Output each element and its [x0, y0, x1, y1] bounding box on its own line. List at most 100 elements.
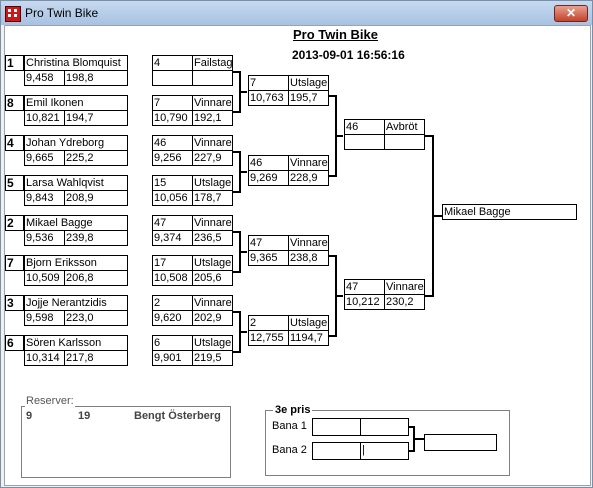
- bike-number-field[interactable]: 2: [152, 295, 193, 311]
- time-field[interactable]: 9,598: [24, 310, 65, 326]
- speed-field[interactable]: 208,9: [64, 190, 128, 206]
- rider-name-field[interactable]: Johan Ydreborg: [24, 135, 128, 151]
- speed-field[interactable]: 195,7: [288, 90, 329, 106]
- seed-cell[interactable]: 7: [5, 255, 24, 271]
- result-field[interactable]: Vinnare: [288, 235, 329, 251]
- speed-field[interactable]: 192,1: [192, 110, 233, 126]
- speed-field[interactable]: 236,5: [192, 230, 233, 246]
- rider-name-field[interactable]: Jojje Nerantzidis: [24, 295, 128, 311]
- bike-number-field[interactable]: 47: [344, 279, 385, 295]
- lane1-field-b[interactable]: [360, 418, 409, 436]
- seed-cell[interactable]: 2: [5, 215, 24, 231]
- bracket-connector: [425, 295, 433, 297]
- rider-name-field[interactable]: Emil Ikonen: [24, 95, 128, 111]
- time-field[interactable]: 9,365: [248, 250, 289, 266]
- time-field[interactable]: 10,508: [152, 270, 193, 286]
- time-field[interactable]: 10,821: [24, 110, 65, 126]
- bike-number-field[interactable]: 46: [248, 155, 289, 171]
- result-field[interactable]: Utslagen: [192, 175, 233, 191]
- lane2-field-a[interactable]: [312, 442, 361, 460]
- time-field[interactable]: 9,374: [152, 230, 193, 246]
- speed-field[interactable]: 198,8: [64, 70, 128, 86]
- rider-name-field[interactable]: Sören Karlsson: [24, 335, 128, 351]
- speed-field[interactable]: 178,7: [192, 190, 233, 206]
- bracket-connector: [233, 111, 240, 113]
- time-field[interactable]: 9,458: [24, 70, 65, 86]
- result-field[interactable]: Avbröt: [384, 119, 425, 135]
- result-field[interactable]: Utslagen: [192, 255, 233, 271]
- speed-field[interactable]: 239,8: [64, 230, 128, 246]
- lane1-field-a[interactable]: [312, 418, 361, 436]
- bike-number-field[interactable]: 17: [152, 255, 193, 271]
- bike-number-field[interactable]: 7: [248, 75, 289, 91]
- result-field[interactable]: Utslagen: [192, 335, 233, 351]
- speed-field[interactable]: 238,8: [288, 250, 329, 266]
- result-field[interactable]: Failstage: [192, 55, 233, 71]
- speed-field[interactable]: 206,8: [64, 270, 128, 286]
- title-bar[interactable]: Pro Twin Bike ✕: [1, 1, 592, 25]
- bike-number-field[interactable]: 46: [152, 135, 193, 151]
- result-field[interactable]: Vinnare: [384, 279, 425, 295]
- bike-number-field[interactable]: 2: [248, 315, 289, 331]
- bike-number-field[interactable]: 6: [152, 335, 193, 351]
- speed-field[interactable]: 228,9: [288, 170, 329, 186]
- result-field[interactable]: Vinnare: [288, 155, 329, 171]
- seed-cell[interactable]: 5: [5, 175, 24, 191]
- rider-name-field[interactable]: Bjorn Eriksson: [24, 255, 128, 271]
- result-field[interactable]: Utslagen: [288, 315, 329, 331]
- third-place-result[interactable]: [424, 434, 497, 451]
- bike-number-field[interactable]: 4: [152, 55, 193, 71]
- time-field[interactable]: 9,269: [248, 170, 289, 186]
- rider-name-field[interactable]: Christina Blomquist: [24, 55, 128, 71]
- result-field[interactable]: Utslagen: [288, 75, 329, 91]
- time-field[interactable]: 9,536: [24, 230, 65, 246]
- rider-name-field[interactable]: Larsa Wahlqvist: [24, 175, 128, 191]
- time-field[interactable]: 10,212: [344, 294, 385, 310]
- time-field[interactable]: 10,509: [24, 270, 65, 286]
- bike-number-field[interactable]: 7: [152, 95, 193, 111]
- result-field[interactable]: Vinnare: [192, 95, 233, 111]
- time-field[interactable]: 10,314: [24, 350, 65, 366]
- seed-cell[interactable]: 4: [5, 135, 24, 151]
- speed-field[interactable]: 225,2: [64, 150, 128, 166]
- speed-field[interactable]: 194,7: [64, 110, 128, 126]
- seed-cell[interactable]: 8: [5, 95, 24, 111]
- speed-field[interactable]: 227,9: [192, 150, 233, 166]
- speed-field[interactable]: 219,5: [192, 350, 233, 366]
- speed-field[interactable]: 230,2: [384, 294, 425, 310]
- result-field[interactable]: Vinnare: [192, 215, 233, 231]
- time-field[interactable]: [344, 134, 385, 150]
- speed-field[interactable]: 217,8: [64, 350, 128, 366]
- time-field[interactable]: 10,056: [152, 190, 193, 206]
- winner-field[interactable]: Mikael Bagge: [442, 204, 577, 220]
- speed-field[interactable]: [192, 70, 233, 86]
- speed-field[interactable]: 202,9: [192, 310, 233, 326]
- seed-cell[interactable]: 6: [5, 335, 24, 351]
- time-field[interactable]: 10,763: [248, 90, 289, 106]
- rider-name-field[interactable]: Mikael Bagge: [24, 215, 128, 231]
- app-icon[interactable]: [5, 6, 21, 22]
- seed-cell[interactable]: 1: [5, 55, 24, 71]
- bike-number-field[interactable]: 46: [344, 119, 385, 135]
- bike-number-field[interactable]: 47: [248, 235, 289, 251]
- speed-field[interactable]: 223,0: [64, 310, 128, 326]
- bike-number-field[interactable]: 15: [152, 175, 193, 191]
- time-field[interactable]: 10,790: [152, 110, 193, 126]
- bike-number-field[interactable]: 47: [152, 215, 193, 231]
- speed-field[interactable]: 1194,7: [288, 330, 329, 346]
- speed-field[interactable]: [384, 134, 425, 150]
- time-field[interactable]: 9,620: [152, 310, 193, 326]
- result-field[interactable]: Vinnare: [192, 135, 233, 151]
- time-field[interactable]: [152, 70, 193, 86]
- speed-field[interactable]: 205,6: [192, 270, 233, 286]
- lane2-field-b[interactable]: |: [360, 442, 409, 460]
- time-field[interactable]: 12,755: [248, 330, 289, 346]
- time-field[interactable]: 9,843: [24, 190, 65, 206]
- close-button[interactable]: ✕: [554, 5, 588, 22]
- time-field[interactable]: 9,665: [24, 150, 65, 166]
- time-field[interactable]: 9,901: [152, 350, 193, 366]
- time-field[interactable]: 9,256: [152, 150, 193, 166]
- result-field[interactable]: Vinnare: [192, 295, 233, 311]
- seed-cell[interactable]: 3: [5, 295, 24, 311]
